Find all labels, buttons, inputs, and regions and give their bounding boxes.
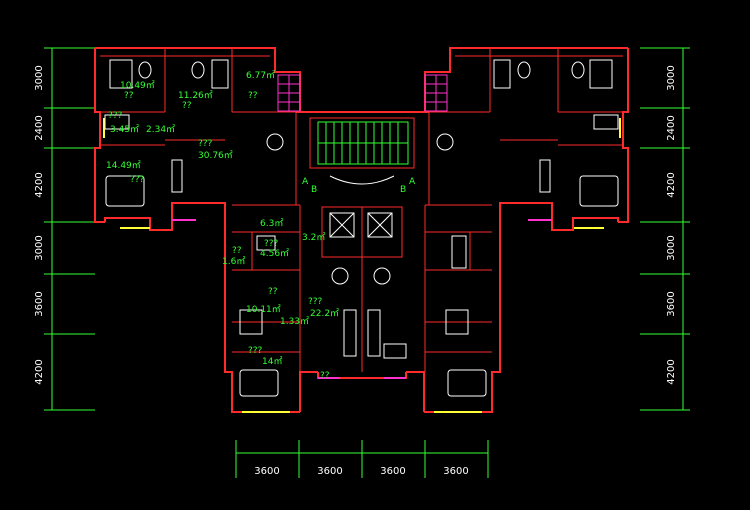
room-label: ?? [232, 246, 242, 256]
room-label: ?? [124, 91, 134, 101]
area-label: 4.56㎡ [260, 248, 289, 259]
left-dimension-chain: 3000 2400 4200 3000 3600 4200 [34, 47, 95, 411]
room-label: ??? [264, 239, 279, 249]
area-label: 2.34㎡ [146, 124, 175, 135]
dim-bottom-2: 3600 [317, 466, 342, 477]
dim-left-4: 3000 [34, 235, 45, 260]
area-label: 11.26㎡ [178, 90, 213, 101]
room-label: ?? [182, 101, 192, 111]
axis-label-b-left: B [311, 185, 317, 195]
dim-left-6: 4200 [34, 359, 45, 384]
area-label: 3.2㎡ [302, 232, 325, 243]
dim-right-2: 2400 [666, 115, 677, 140]
dim-bottom-1: 3600 [254, 466, 279, 477]
room-label: ??? [108, 111, 123, 121]
dim-right-4: 3000 [666, 235, 677, 260]
area-label: 30.76㎡ [198, 150, 233, 161]
dim-right-5: 3600 [666, 291, 677, 316]
bottom-dimension-chain: 3600 3600 3600 3600 [235, 440, 489, 478]
room-label: ??? [308, 297, 323, 307]
area-label: 14.49㎡ [106, 160, 141, 171]
dim-right-6: 4200 [666, 359, 677, 384]
elevators [329, 212, 393, 238]
axis-markers: A B B A [302, 177, 416, 195]
right-dimension-chain: 3000 2400 4200 3000 3600 4200 [640, 47, 690, 411]
dim-left-5: 3600 [34, 291, 45, 316]
area-label: 10.11㎡ [246, 304, 281, 315]
dim-right-1: 3000 [666, 65, 677, 90]
balcony-grids [277, 74, 448, 112]
dim-bottom-4: 3600 [443, 466, 468, 477]
window-accents [103, 118, 621, 413]
interior-walls [100, 48, 623, 372]
fixtures [104, 59, 619, 397]
room-label: ??? [248, 346, 263, 356]
room-label: ??? [130, 175, 145, 185]
room-label: ?? [320, 371, 330, 381]
area-label: 10.49㎡ [120, 80, 155, 91]
dim-left-3: 4200 [34, 172, 45, 197]
room-label: ??? [198, 139, 213, 149]
area-label: 6.3㎡ [260, 218, 283, 229]
area-label: 1.6㎡ [222, 256, 245, 267]
axis-label-a-right: A [409, 177, 416, 187]
dim-bottom-3: 3600 [380, 466, 405, 477]
area-label: 1.33㎡ [280, 316, 309, 327]
room-label: ?? [268, 287, 278, 297]
area-label: 14㎡ [262, 356, 282, 367]
dim-left-1: 3000 [34, 65, 45, 90]
dim-right-3: 4200 [666, 172, 677, 197]
area-label: 3.45㎡ [110, 124, 139, 135]
dim-left-2: 2400 [34, 115, 45, 140]
room-label: ?? [248, 91, 258, 101]
stair [317, 121, 409, 185]
area-labels: 10.49㎡ ?? 11.26㎡ ?? 6.77㎡ ?? ??? 3.45㎡ 2… [106, 70, 339, 381]
area-label: 6.77㎡ [246, 70, 275, 81]
axis-label-b-right: B [400, 185, 406, 195]
area-label: 22.2㎡ [310, 308, 339, 319]
axis-label-a-left: A [302, 177, 309, 187]
